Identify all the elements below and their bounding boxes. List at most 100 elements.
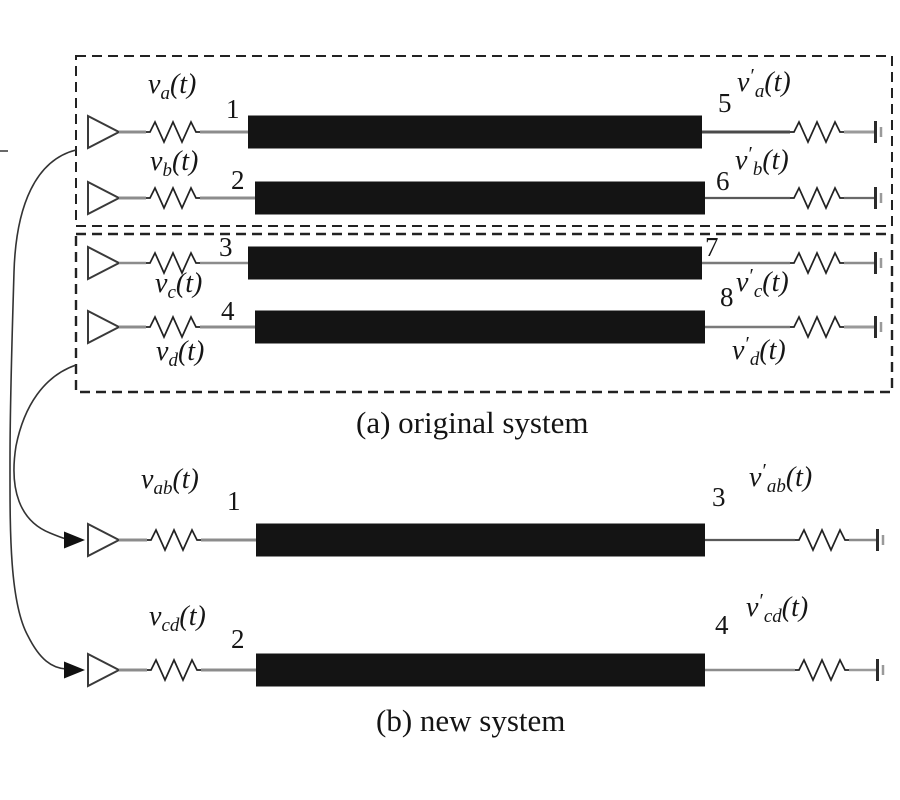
label-arg: (t) (785, 462, 813, 493)
port-number-3: 3 (219, 232, 233, 262)
resistor-icon (795, 527, 849, 553)
transmission-line-bar (256, 653, 705, 687)
prime-mark: ′ (759, 590, 764, 612)
label-sub: d (749, 349, 760, 370)
dashed-box-lines-ab (75, 55, 893, 227)
label-vp-b: v′b(t) (735, 143, 789, 180)
new-port-number-3: 3 (712, 482, 726, 512)
label-v-a: va(t) (148, 70, 196, 103)
label-v-d: vd(t) (156, 337, 204, 370)
label-base: v (736, 267, 749, 298)
label-sub: a (160, 83, 170, 104)
label-arg: (t) (175, 268, 203, 299)
port-number-6: 6 (716, 166, 730, 196)
driver-icon (87, 652, 122, 688)
transmission-line-bar (248, 115, 702, 149)
label-base: v (156, 336, 169, 367)
label-base: v (746, 592, 759, 623)
driver-icon (87, 114, 122, 150)
transmission-line-bar (255, 310, 705, 344)
resistor-icon (790, 119, 844, 145)
row-ab (87, 522, 885, 558)
label-base: v (732, 335, 745, 366)
resistor-icon (790, 185, 844, 211)
row-d (87, 309, 883, 345)
label-vp-d: v′d(t) (732, 333, 786, 370)
new-port-number-4: 4 (715, 610, 729, 640)
resistor-icon (790, 314, 844, 340)
port-number-2: 2 (231, 165, 245, 195)
label-sub: ab (153, 478, 173, 499)
label-base: v (155, 268, 168, 299)
driver-icon (87, 522, 122, 558)
new-port-number-1: 1 (227, 486, 241, 516)
row-cd (87, 652, 885, 688)
port-number-7: 7 (705, 232, 719, 262)
label-sub: a (754, 81, 765, 102)
label-arg: (t) (179, 601, 206, 632)
prime-mark: ′ (762, 460, 767, 482)
port-number-4: 4 (221, 296, 235, 326)
driver-icon (87, 309, 122, 345)
label-v-b: vb(t) (150, 147, 198, 180)
row-a (87, 114, 883, 150)
resistor-icon (795, 657, 849, 683)
driver-icon (87, 180, 122, 216)
label-sub: d (168, 350, 178, 371)
new-port-number-2: 2 (231, 624, 245, 654)
resistor-icon (790, 250, 844, 276)
resistor-icon (147, 527, 201, 553)
label-arg: (t) (172, 464, 199, 495)
label-base: v (150, 146, 163, 177)
label-arg: (t) (762, 145, 789, 176)
label-base: v (735, 145, 748, 176)
resistor-icon (147, 657, 201, 683)
label-vp-a: v′a(t) (737, 65, 791, 102)
dashed-box-lines-cd (74, 232, 894, 394)
port-number-1: 1 (226, 94, 240, 124)
label-base: v (148, 69, 161, 100)
label-arg: (t) (169, 69, 197, 100)
caption-original-system: (a) original system (356, 405, 589, 440)
label-v-cd: vcd(t) (149, 602, 206, 635)
resistor-icon (146, 185, 200, 211)
prime-mark: ′ (748, 143, 753, 165)
transmission-line-bar (256, 523, 705, 557)
label-base: v (149, 601, 162, 632)
label-sub: b (752, 159, 763, 180)
label-base: v (749, 462, 762, 493)
arrowhead-icon (64, 531, 85, 549)
label-v-ab: vab(t) (141, 465, 199, 498)
mapping-arrow-ab-curve (9, 149, 77, 670)
mapping-arrow-cd-curve (13, 364, 77, 540)
label-vp-c: v′c(t) (736, 265, 789, 302)
label-sub: cd (161, 615, 180, 636)
label-sub: c (167, 282, 176, 303)
driver-icon (87, 245, 122, 281)
label-arg: (t) (762, 267, 789, 298)
transmission-line-bar (248, 246, 702, 280)
label-sub: ab (766, 476, 786, 497)
label-sub: cd (763, 606, 782, 627)
prime-mark: ′ (750, 65, 755, 87)
label-arg: (t) (764, 67, 791, 98)
label-base: v (141, 464, 154, 495)
label-vp-ab: v′ab(t) (749, 460, 813, 497)
resistor-icon (146, 119, 200, 145)
label-arg: (t) (781, 592, 809, 623)
prime-mark: ′ (745, 333, 750, 355)
prime-mark: ′ (749, 265, 754, 287)
label-base: v (737, 67, 750, 98)
label-arg: (t) (171, 146, 199, 177)
resistor-icon (146, 314, 200, 340)
label-vp-cd: v′cd(t) (746, 590, 809, 627)
label-sub: c (753, 281, 763, 302)
label-sub: b (162, 160, 172, 181)
label-arg: (t) (177, 336, 205, 367)
port-number-5: 5 (718, 88, 732, 118)
port-number-8: 8 (720, 282, 734, 312)
resistor-icon (146, 250, 200, 276)
arrowhead-icon (64, 661, 85, 679)
